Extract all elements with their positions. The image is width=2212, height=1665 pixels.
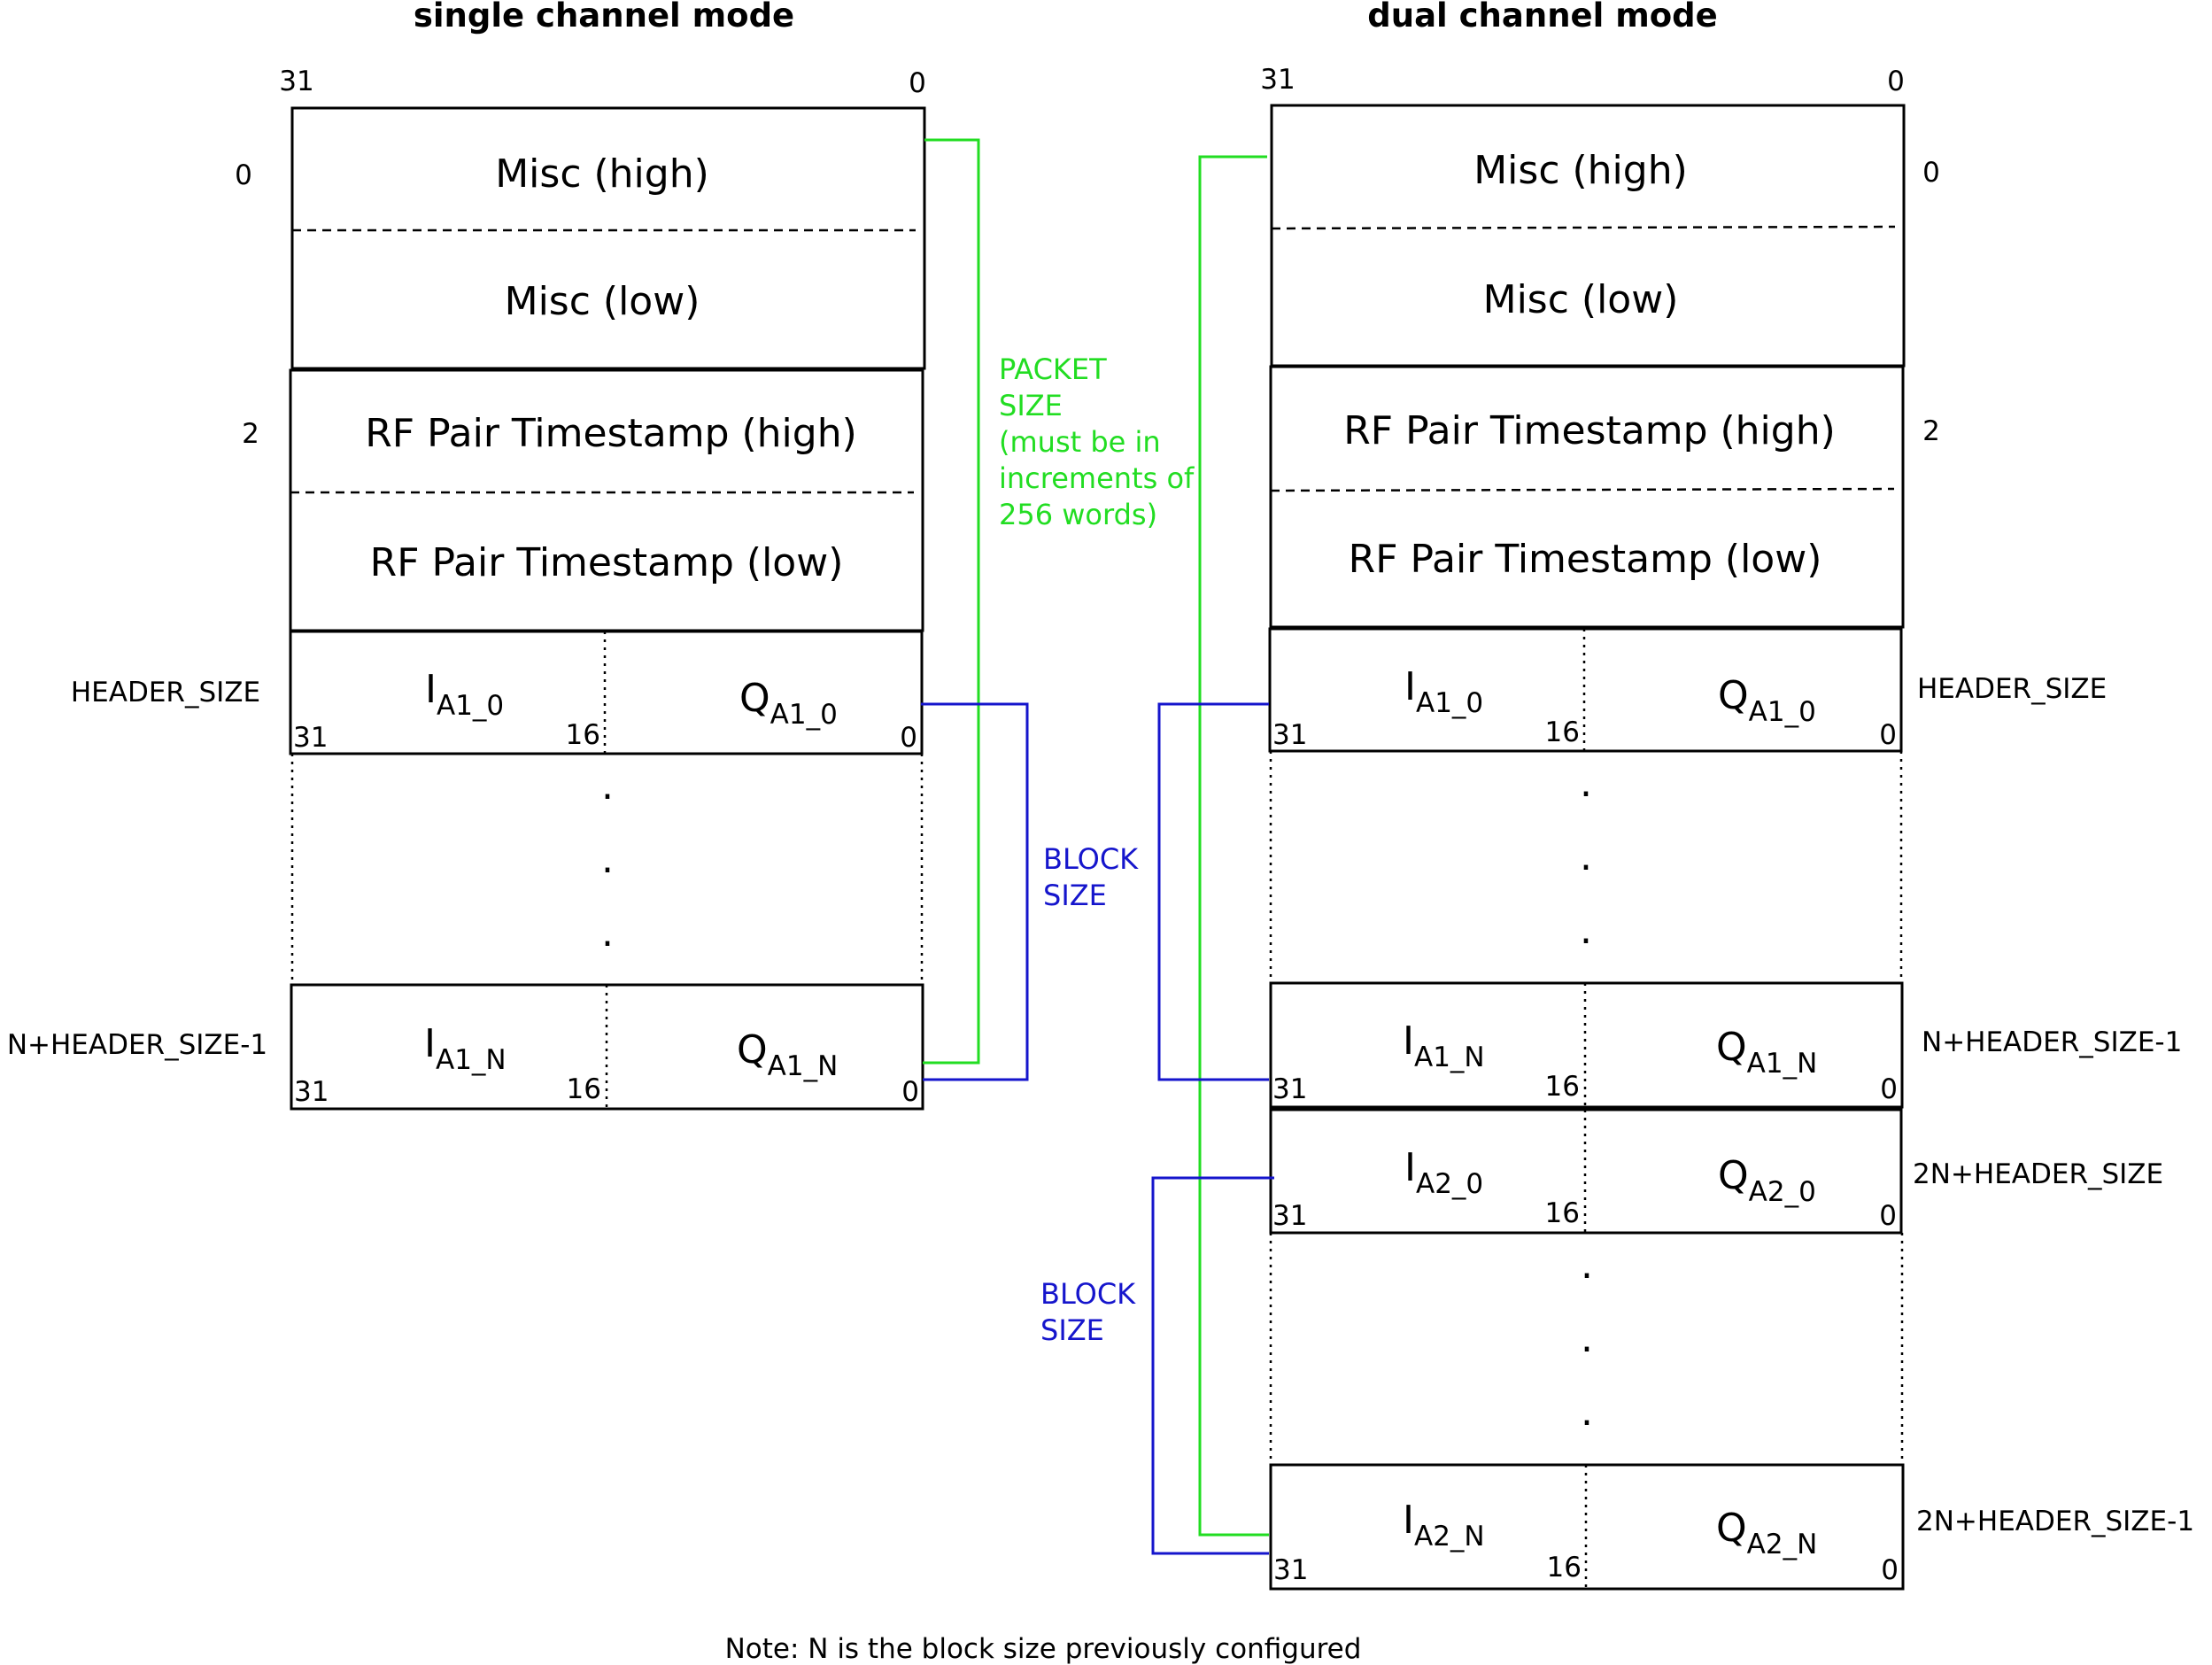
dual-i-a1-first: IA1_0 xyxy=(1404,664,1483,719)
single-timestamp-block xyxy=(289,368,924,632)
packet-size-label: PACKET SIZE (must be in increments of 25… xyxy=(999,352,1203,531)
dual-a2-last-bit-31: 31 xyxy=(1273,1554,1308,1586)
dual-i-a2-last: IA2_N xyxy=(1403,1498,1485,1553)
single-channel-panel: 31 0 Misc (high) Misc (low) 0 RF Pair Ti… xyxy=(7,66,1203,1111)
dual-misc-low: Misc (low) xyxy=(1483,277,1679,322)
single-i-first: IA1_0 xyxy=(425,667,504,722)
dual-misc-divider xyxy=(1271,225,1896,230)
dual-a1-block-size-bracket xyxy=(1157,702,1269,1081)
single-first-bit-31: 31 xyxy=(293,722,328,754)
dual-a1-last-row-index: N+HEADER_SIZE-1 xyxy=(1922,1026,2182,1058)
dual-q-a2-last: QA2_N xyxy=(1716,1506,1817,1560)
dual-timestamp-block xyxy=(1269,365,1905,629)
single-block-size-label: BLOCK SIZE xyxy=(1043,842,1147,912)
dual-a2-first-row-index: 2N+HEADER_SIZE xyxy=(1913,1158,2163,1190)
dual-i-a1-last: IA1_N xyxy=(1403,1018,1485,1073)
dual-a2-ellipsis-dot-1: . xyxy=(1581,1243,1593,1288)
dual-misc-block xyxy=(1270,104,1906,368)
dual-a2-last-row-index: 2N+HEADER_SIZE-1 xyxy=(1916,1506,2194,1537)
single-ellipsis-dot-2: . xyxy=(601,837,614,882)
dual-a1-first-bit-0: 0 xyxy=(1879,719,1897,751)
dual-misc-high: Misc (high) xyxy=(1473,148,1688,193)
dual-timestamp-row-index: 2 xyxy=(1922,415,1940,447)
dual-a1-ellipsis-dot-3: . xyxy=(1580,908,1592,953)
dual-a2-first-bit-31: 31 xyxy=(1272,1200,1307,1232)
single-i-last: IA1_N xyxy=(424,1021,507,1076)
dual-a1-last-bit-0: 0 xyxy=(1880,1073,1898,1105)
dual-a1-first-bit-31: 31 xyxy=(1272,719,1307,751)
dual-channel-panel: 31 0 Misc (high) Misc (low) 0 RF Pair Ti… xyxy=(1040,64,2194,1591)
dual-q-a2-first: QA2_0 xyxy=(1718,1153,1816,1208)
dual-header-lsb-label: 0 xyxy=(1887,66,1905,97)
single-iq-first-row xyxy=(289,630,924,755)
single-block-size-bracket xyxy=(921,702,1029,1081)
dual-channel-title: dual channel mode xyxy=(1367,0,1718,35)
dual-q-a1-first: QA1_0 xyxy=(1718,673,1816,728)
single-timestamp-high: RF Pair Timestamp (high) xyxy=(365,411,857,456)
dual-a1-last-bit-16: 16 xyxy=(1545,1071,1580,1103)
single-last-bit-31: 31 xyxy=(294,1076,329,1108)
dual-a2-block-size-bracket xyxy=(1151,1176,1274,1555)
dual-a2-last-bit-0: 0 xyxy=(1881,1554,1899,1586)
dual-a2-ellipsis-dot-3: . xyxy=(1581,1390,1593,1435)
dual-a1-ellipsis-dot-1: . xyxy=(1580,761,1592,806)
dual-iq-a1-first-row xyxy=(1268,627,1903,753)
single-last-bit-0: 0 xyxy=(901,1076,919,1108)
single-ellipsis-dot-3: . xyxy=(601,910,614,956)
single-misc-block xyxy=(290,106,926,370)
single-last-row-index: N+HEADER_SIZE-1 xyxy=(7,1029,267,1061)
dual-timestamp-high: RF Pair Timestamp (high) xyxy=(1343,408,1836,453)
single-last-bit-16: 16 xyxy=(567,1073,601,1105)
single-header-msb-label: 31 xyxy=(279,66,313,97)
dual-a2-last-bit-16: 16 xyxy=(1547,1552,1582,1584)
footnote: Note: N is the block size previously con… xyxy=(725,1633,1362,1665)
dual-misc-row-index: 0 xyxy=(1922,157,1940,189)
single-first-row-index: HEADER_SIZE xyxy=(71,677,260,709)
single-q-first: QA1_0 xyxy=(739,676,838,731)
packet-size-bracket xyxy=(923,138,980,1065)
dual-a1-ellipsis-dot-2: . xyxy=(1580,834,1592,879)
single-misc-low: Misc (low) xyxy=(505,279,700,324)
single-header-lsb-label: 0 xyxy=(909,67,926,99)
single-first-bit-0: 0 xyxy=(900,722,917,754)
dual-a2-first-bit-0: 0 xyxy=(1879,1200,1897,1232)
dual-a2-ellipsis-dot-2: . xyxy=(1581,1316,1593,1361)
single-timestamp-row-index: 2 xyxy=(242,418,259,450)
dual-i-a2-first: IA2_0 xyxy=(1404,1145,1483,1200)
single-channel-title: single channel mode xyxy=(414,0,794,35)
dual-a2-first-bit-16: 16 xyxy=(1545,1197,1580,1229)
dual-timestamp-divider xyxy=(1270,487,1895,492)
dual-q-a1-last: QA1_N xyxy=(1716,1025,1817,1080)
single-ellipsis-dot-1: . xyxy=(601,763,614,809)
single-q-last: QA1_N xyxy=(737,1027,838,1082)
single-timestamp-low: RF Pair Timestamp (low) xyxy=(370,540,844,585)
single-first-bit-16: 16 xyxy=(566,719,600,751)
dual-a1-last-bit-31: 31 xyxy=(1272,1073,1307,1105)
single-misc-row-index: 0 xyxy=(235,159,252,191)
dual-a1-first-bit-16: 16 xyxy=(1545,716,1580,748)
dual-a1-first-row-index: HEADER_SIZE xyxy=(1917,673,2107,705)
single-misc-high: Misc (high) xyxy=(495,151,709,197)
dual-block-size-label: BLOCK SIZE xyxy=(1040,1277,1144,1347)
dual-header-msb-label: 31 xyxy=(1260,64,1295,96)
dual-iq-a1-last-row xyxy=(1269,981,1904,1109)
dual-timestamp-low: RF Pair Timestamp (low) xyxy=(1349,537,1822,582)
dual-packet-size-bracket xyxy=(1198,155,1269,1537)
